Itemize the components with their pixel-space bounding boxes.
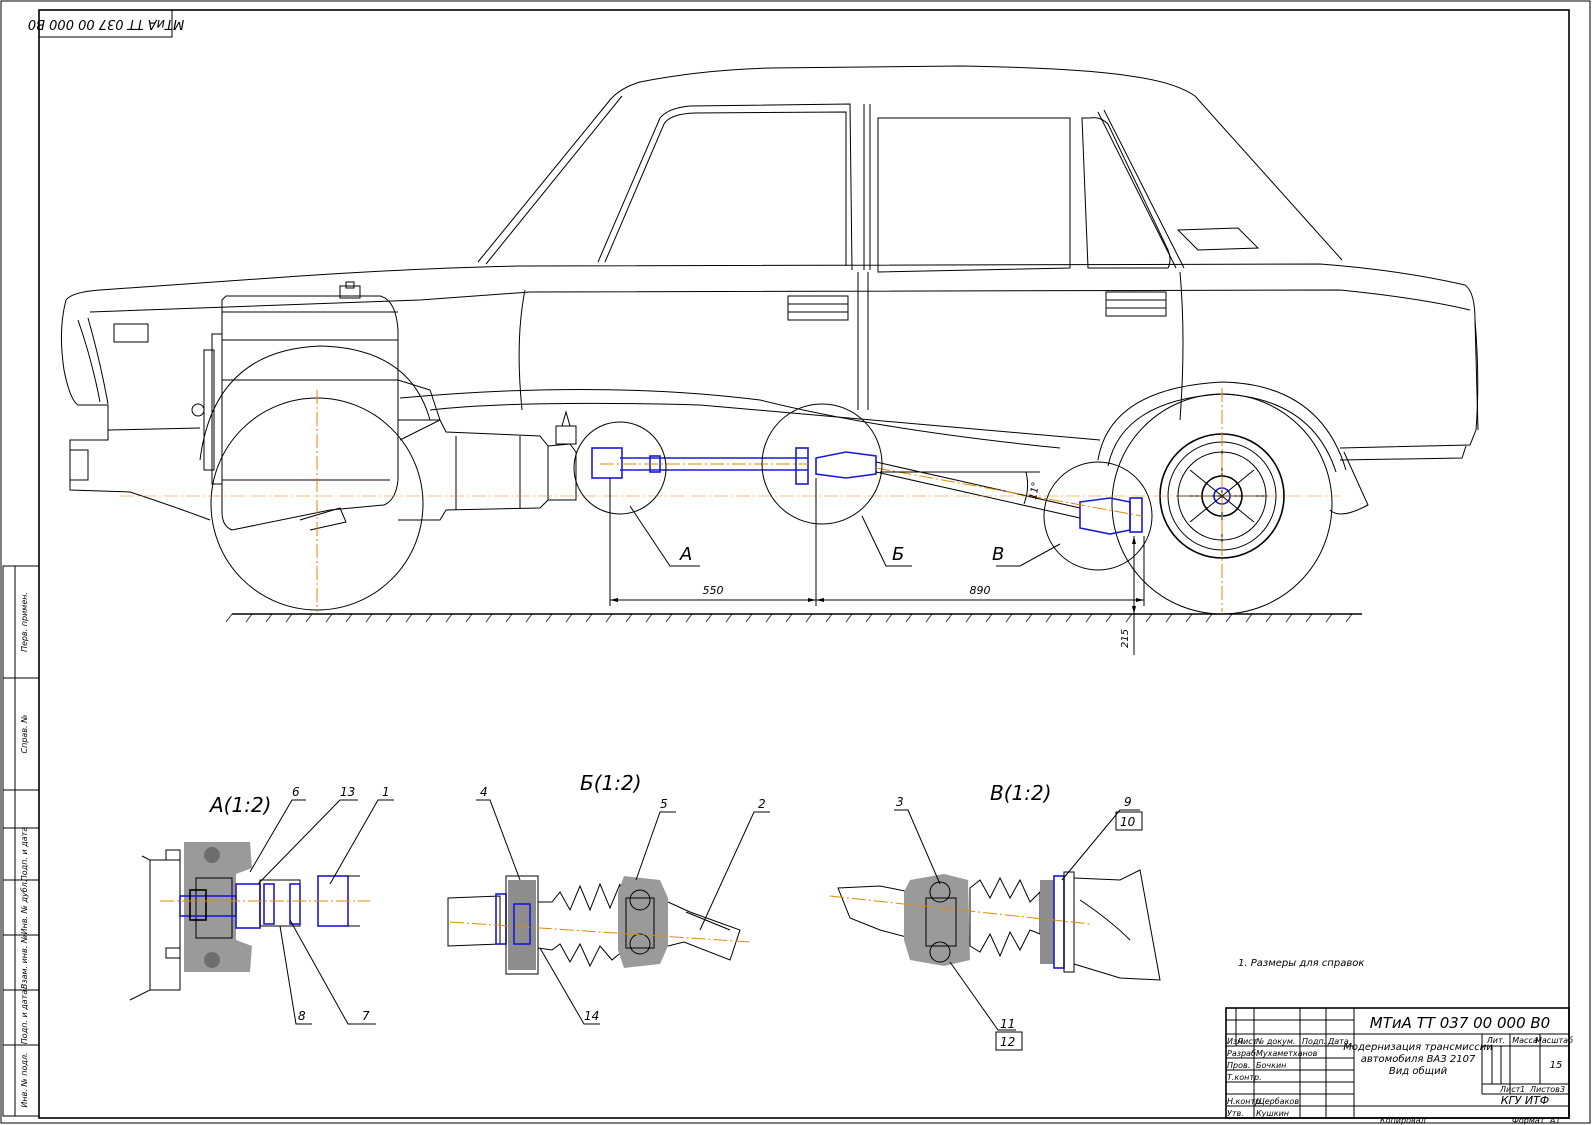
callout-a-8: 8 bbox=[298, 1009, 306, 1023]
gearbox bbox=[398, 410, 577, 521]
row-utv: Утв. bbox=[1227, 1109, 1244, 1118]
detail-circle-a bbox=[573, 421, 667, 515]
detail-v-title: В(1:2) bbox=[990, 781, 1052, 805]
stamp-podp-data-2: Подп. и дата bbox=[20, 990, 29, 1045]
callout-b-14: 14 bbox=[584, 1009, 599, 1023]
row-razrab-name: Мухаметханов bbox=[1256, 1049, 1318, 1058]
stamp-inv-dubl: Инв. № дубл. bbox=[20, 880, 29, 935]
callout-v-12: 12 bbox=[1000, 1035, 1015, 1049]
row-izm: Изм. bbox=[1227, 1037, 1246, 1046]
row-tkontr: Т.контр. bbox=[1227, 1073, 1262, 1082]
ground-line bbox=[225, 613, 1362, 623]
car-side-view: А Б В 550 890 215 11° bbox=[60, 65, 1479, 655]
title-line-3: Вид общий bbox=[1389, 1065, 1448, 1077]
callout-v-11: 11 bbox=[1000, 1017, 1015, 1031]
sheet-label: Лист bbox=[1499, 1085, 1521, 1094]
view-label-b: Б bbox=[892, 544, 904, 565]
row-doc: № докум. bbox=[1255, 1037, 1295, 1046]
callout-a-6: 6 bbox=[292, 785, 300, 799]
detail-b: Б(1:2) 4 5 2 14 bbox=[447, 771, 770, 1025]
stamp-inv-podl: Инв. № подл. bbox=[20, 1052, 29, 1107]
mass-label: Масса bbox=[1512, 1036, 1538, 1045]
detail-circle-b bbox=[761, 403, 883, 525]
format-value: А1 bbox=[1549, 1116, 1561, 1125]
callout-a-7: 7 bbox=[362, 1009, 370, 1023]
row-nkontr: Н.контр. bbox=[1227, 1097, 1263, 1106]
engine-block bbox=[191, 281, 441, 531]
stamp-podp-data-1: Подп. и дата bbox=[20, 827, 29, 882]
callout-v-3: 3 bbox=[896, 795, 904, 809]
designation-rotated: МТиА ТТ 037 00 000 В0 bbox=[28, 16, 184, 31]
row-list: Лист bbox=[1236, 1037, 1258, 1046]
row-prov-name: Бочкин bbox=[1256, 1061, 1286, 1070]
row-data: Дата bbox=[1327, 1037, 1349, 1046]
title-line-1: Модернизация трансмиссии bbox=[1343, 1042, 1493, 1053]
copied-label: Копировал bbox=[1380, 1116, 1426, 1125]
callout-b-2: 2 bbox=[758, 797, 766, 811]
row-razrab: Разраб. bbox=[1227, 1049, 1258, 1058]
sheets-label: Листов bbox=[1529, 1085, 1560, 1094]
stamp-vzam-inv: Взам. инв. № bbox=[20, 935, 29, 989]
left-margin-stamps: Перв. примен. Справ. № Подп. и дата Инв.… bbox=[2, 565, 40, 1117]
row-utv-name: Кушкин bbox=[1256, 1109, 1289, 1118]
organization: КГУ ИТФ bbox=[1501, 1094, 1550, 1107]
designation: МТиА ТТ 037 00 000 В0 bbox=[1370, 1014, 1550, 1032]
dimension-550: 550 bbox=[703, 584, 724, 597]
lit-label: Лит. bbox=[1486, 1036, 1505, 1045]
dimension-215: 215 bbox=[1120, 629, 1131, 648]
stamp-sprav: Справ. № bbox=[20, 715, 29, 754]
format-label: Формат bbox=[1512, 1116, 1545, 1125]
detail-a-title: А(1:2) bbox=[208, 793, 271, 817]
callout-b-5: 5 bbox=[660, 797, 668, 811]
sheets-value: 3 bbox=[1560, 1085, 1565, 1094]
detail-b-title: Б(1:2) bbox=[580, 771, 642, 795]
callout-a-1: 1 bbox=[382, 785, 390, 799]
detail-a: А(1:2) 6 13 1 8 7 bbox=[129, 785, 394, 1025]
inner-frame bbox=[38, 9, 1570, 1119]
detail-circle-v bbox=[1043, 461, 1153, 571]
title-block: МТиА ТТ 037 00 000 В0 Модернизация транс… bbox=[1225, 1007, 1573, 1125]
dimension-angle: 11° bbox=[1028, 481, 1042, 500]
callout-a-13: 13 bbox=[340, 785, 355, 799]
note-dimensions: 1. Размеры для справок bbox=[1238, 958, 1364, 969]
dimension-890: 890 bbox=[970, 584, 991, 597]
row-prov: Пров. bbox=[1227, 1061, 1250, 1070]
scale-value: 15 bbox=[1550, 1060, 1563, 1071]
stamp-perv-primen: Перв. примен. bbox=[20, 592, 29, 652]
title-line-2: автомобиля ВАЗ 2107 bbox=[1361, 1053, 1476, 1065]
callout-v-9: 9 bbox=[1124, 795, 1132, 809]
row-podp: Подп. bbox=[1302, 1037, 1326, 1046]
scale-label: Масштаб bbox=[1535, 1036, 1573, 1045]
detail-v: В(1:2) 3 9 10 11 12 bbox=[829, 781, 1161, 1051]
callout-b-4: 4 bbox=[480, 785, 488, 799]
view-label-v: В bbox=[992, 544, 1004, 565]
driveshaft bbox=[591, 447, 1143, 535]
row-nkontr-name: Щербаков bbox=[1256, 1097, 1299, 1106]
sheet-value: 1 bbox=[1520, 1085, 1525, 1094]
designation-rotated-box: МТиА ТТ 037 00 000 В0 bbox=[28, 9, 184, 38]
callout-v-10: 10 bbox=[1120, 815, 1136, 829]
view-label-a: А bbox=[679, 544, 692, 565]
